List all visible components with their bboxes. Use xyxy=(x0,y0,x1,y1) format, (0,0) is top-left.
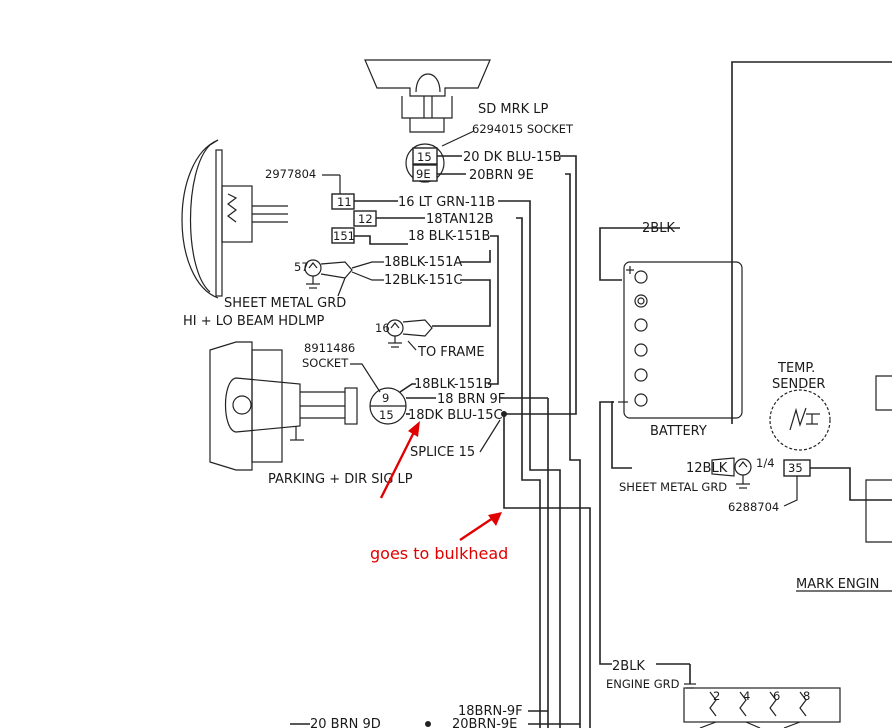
label-sheet-metal-grd-2: SHEET METAL GRD xyxy=(619,480,727,494)
label-wire-12blk: 12BLK xyxy=(686,461,728,476)
label-wire-18blk151b: 18 BLK-151B xyxy=(408,229,490,244)
ground-lamp-1 xyxy=(304,259,353,289)
label-term-35: 35 xyxy=(788,461,803,475)
engine-connector-block xyxy=(683,687,841,728)
label-wire-2blk-bottom: 2BLK xyxy=(612,659,645,674)
label-lamp-num-2: 16 xyxy=(375,321,390,335)
label-wire-12blk151c: 12BLK-151C xyxy=(384,273,462,288)
label-wire-18brn9f: 18 BRN 9F xyxy=(437,392,505,407)
label-wire-2blk-top: 2BLK xyxy=(642,221,675,236)
headlamp xyxy=(181,139,288,299)
label-wire-20brn9d: 20 BRN 9D xyxy=(310,717,381,728)
label-wire-18tan12b: 18TAN12B xyxy=(426,212,494,227)
label-wire-18blk151b-2: 18BLK-151B xyxy=(414,377,492,392)
temp-sender xyxy=(769,389,831,451)
label-term-2: 2 xyxy=(713,689,720,703)
label-term-6: 6 xyxy=(773,689,780,703)
label-term-151: 151 xyxy=(333,229,355,243)
label-wire-18brn9f-bottom: 18BRN-9F xyxy=(458,704,523,719)
label-hi-lo-beam: HI + LO BEAM HDLMP xyxy=(183,314,325,329)
label-term-9e: 9E xyxy=(416,167,431,181)
label-wire-18blk151a: 18BLK-151A xyxy=(384,255,462,270)
label-term-9: 9 xyxy=(382,391,389,405)
label-splice-15: SPLICE 15 xyxy=(410,445,475,460)
parking-lamp xyxy=(209,341,358,471)
ground-lamp-2 xyxy=(386,319,433,348)
label-to-frame: TO FRAME xyxy=(417,345,485,360)
label-socket: SOCKET xyxy=(302,356,349,370)
label-wire-20brn9e: 20BRN 9E xyxy=(469,168,534,183)
side-marker-lamp xyxy=(364,59,491,133)
label-temp-sender-2: SENDER xyxy=(772,377,825,392)
marker-socket-connector xyxy=(405,143,445,183)
top-right-wire xyxy=(731,61,892,424)
annotation-arrow-2 xyxy=(459,512,502,541)
label-term-12: 12 xyxy=(358,212,373,226)
label-sd-mrk-lp: SD MRK LP xyxy=(478,102,549,117)
label-quarter: 1/4 xyxy=(756,456,775,470)
label-term-15b: 15 xyxy=(379,408,394,422)
label-part-6288704: 6288704 xyxy=(728,500,779,514)
label-term-11: 11 xyxy=(337,195,352,209)
label-wire-18dkblu15c: 18DK BLU-15C xyxy=(408,408,503,423)
wire-harness xyxy=(488,155,591,728)
ground-lamp-3 xyxy=(711,457,752,489)
label-socket-6294015: 6294015 SOCKET xyxy=(472,122,574,136)
label-wire-16ltgrn11b: 16 LT GRN-11B xyxy=(398,195,495,210)
label-part-8911486: 8911486 xyxy=(304,341,355,355)
label-battery: BATTERY xyxy=(650,424,707,439)
label-lamp-num-1: 57 xyxy=(294,260,309,274)
label-wire-20brn9e-bottom: 20BRN-9E xyxy=(452,717,517,728)
label-engine-grd: ENGINE GRD xyxy=(606,677,680,691)
annotation-goes-to-bulkhead: goes to bulkhead xyxy=(370,544,508,563)
parking-socket-connector xyxy=(369,387,407,425)
annotation-arrow-1 xyxy=(379,421,420,499)
label-sheet-metal-grd: SHEET METAL GRD xyxy=(224,296,346,311)
label-parking-dir: PARKING + DIR SIG LP xyxy=(268,472,413,487)
label-mark-engine: MARK ENGIN xyxy=(796,577,879,592)
label-wire-20dkblu15b: 20 DK BLU-15B xyxy=(463,150,562,165)
label-term-8: 8 xyxy=(803,689,810,703)
label-part-2977804: 2977804 xyxy=(265,167,316,181)
label-temp-sender-1: TEMP. xyxy=(777,361,815,376)
battery xyxy=(618,261,743,419)
label-term-15: 15 xyxy=(417,150,432,164)
label-term-4: 4 xyxy=(743,689,750,703)
